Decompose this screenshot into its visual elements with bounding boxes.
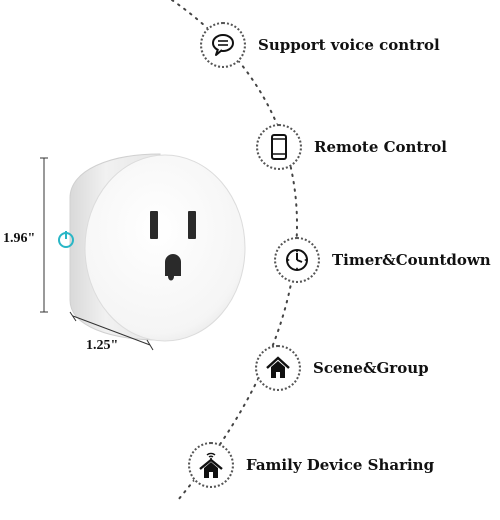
feature-scene-group: Scene&Group	[255, 345, 429, 391]
home-icon	[266, 356, 290, 378]
feature-label: Family Device Sharing	[246, 456, 435, 474]
height-dimension	[40, 157, 48, 313]
outlet-icon	[150, 211, 196, 281]
feature-remote-control: Remote Control	[256, 124, 447, 170]
feature-timer: Timer&Countdown	[274, 237, 491, 283]
feature-label: Timer&Countdown	[332, 251, 491, 269]
feature-icon-circle	[256, 124, 302, 170]
feature-icon-circle	[200, 22, 246, 68]
feature-label: Scene&Group	[313, 359, 429, 377]
chat-bubble-icon	[212, 34, 234, 56]
clock-icon	[286, 249, 308, 271]
feature-label: Remote Control	[314, 138, 447, 156]
product-infographic: 1.96" 1.25" Support voice control Remote…	[3, 0, 491, 500]
feature-icon-circle	[188, 442, 234, 488]
feature-icon-circle	[255, 345, 301, 391]
power-button-icon	[58, 231, 74, 248]
smartphone-icon	[271, 134, 287, 160]
home-wifi-icon	[199, 452, 223, 478]
depth-label: 1.25"	[86, 338, 119, 353]
feature-voice-control: Support voice control	[200, 22, 440, 68]
smart-plug-image	[40, 153, 246, 351]
feature-label: Support voice control	[258, 36, 440, 54]
height-label: 1.96"	[3, 231, 36, 246]
feature-icon-circle	[274, 237, 320, 283]
feature-family-sharing: Family Device Sharing	[188, 442, 434, 488]
depth-dimension	[69, 311, 154, 351]
